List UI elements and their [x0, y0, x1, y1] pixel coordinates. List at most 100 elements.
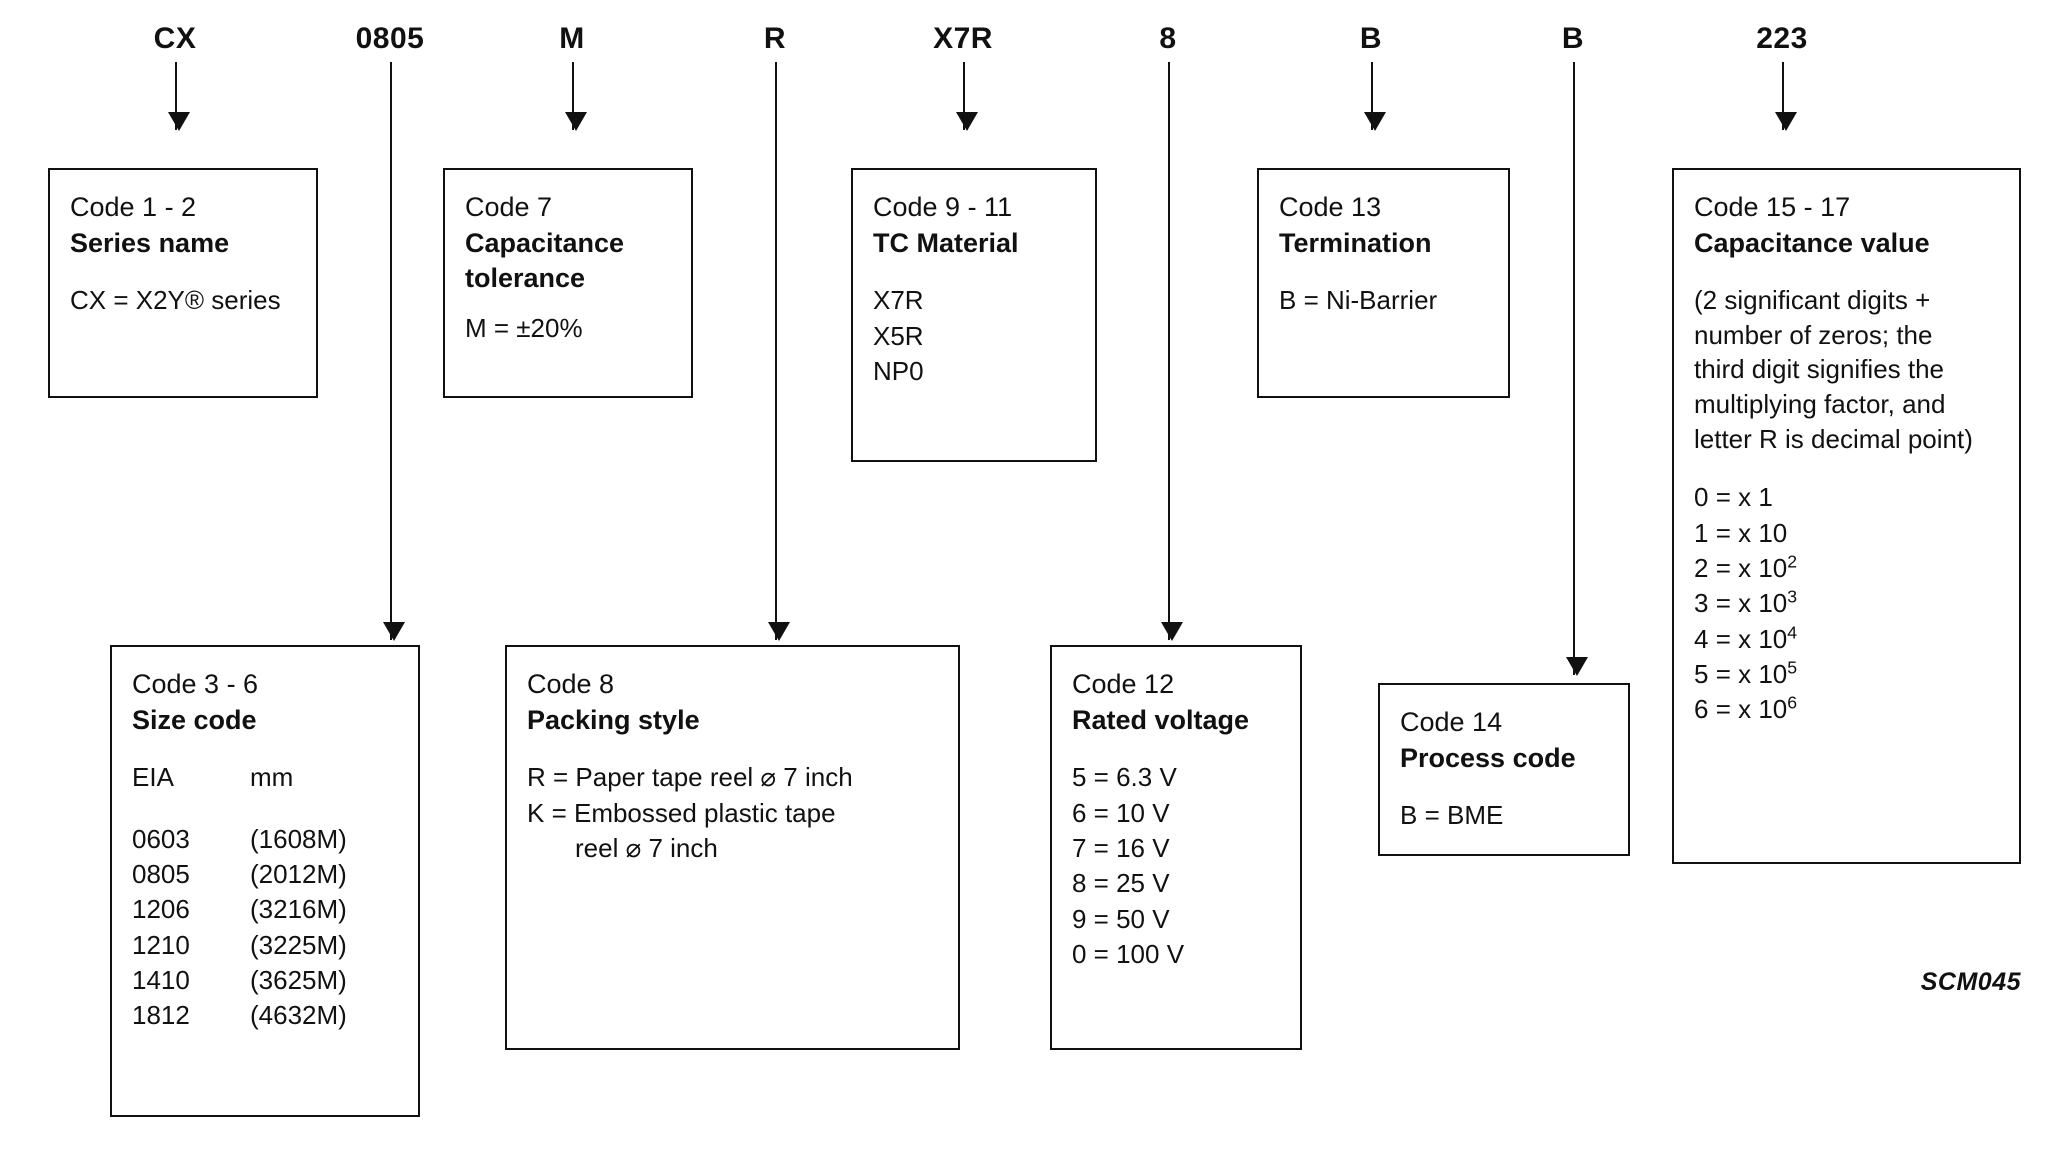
size-eia: 1410 — [132, 965, 190, 996]
size-table-header: EIA mm — [132, 760, 400, 795]
rated-voltage-line-5: 9 = 50 V — [1072, 903, 1170, 934]
multiplier-base: = x 10 — [1715, 694, 1788, 725]
rated-voltage-line-3: 7 = 16 V — [1072, 832, 1170, 863]
capacitance-value-note-line-5: letter R is decimal point) — [1694, 423, 1973, 454]
capacitance-value-note-line-4: multiplying factor, and — [1694, 388, 1946, 419]
capacitance-value-note-line-2: number of zeros; the — [1694, 319, 1933, 350]
multiplier-base: = x 10 — [1715, 517, 1788, 548]
size-mm: (3225M) — [250, 929, 347, 960]
arrow-to-series-name — [167, 62, 190, 131]
rated-voltage-title: Rated voltage — [1072, 704, 1250, 735]
termination-title: Termination — [1279, 227, 1432, 258]
tc-material-line-3: NP0 — [873, 355, 924, 386]
multiplier-digit: 2 — [1694, 552, 1709, 583]
arrowhead-icon — [167, 112, 190, 131]
multiplier-exponent: 4 — [1787, 621, 1798, 642]
part-number-code-0805: 0805 — [355, 22, 425, 55]
arrow-to-capacitance-value — [1774, 62, 1797, 131]
series-name-title: Series name — [70, 227, 230, 258]
capacitance-value-note: (2 significant digits + number of zeros;… — [1694, 283, 2001, 456]
termination-line-1: B = Ni-Barrier — [1279, 285, 1438, 316]
capacitance-value-title: Capacitance value — [1694, 227, 1930, 258]
tc-material-body: X7R X5R NP0 — [873, 283, 1077, 389]
tc-material-title: TC Material — [873, 227, 1019, 258]
size-mm: (1608M) — [250, 823, 347, 854]
capacitance-value-code: Code 15 - 17 — [1694, 192, 1851, 222]
size-eia: 1210 — [132, 929, 190, 960]
rated-voltage-body: 5 = 6.3 V 6 = 10 V 7 = 16 V 8 = 25 V 9 =… — [1072, 760, 1282, 972]
part-number-code-b-termination: B — [1359, 22, 1383, 55]
multiplier-row: 0 = x 1 — [1694, 480, 2001, 515]
part-number-code-b-process: B — [1561, 22, 1585, 55]
tc-material-code: Code 9 - 11 — [873, 192, 1013, 222]
arrowhead-icon — [382, 622, 405, 641]
multiplier-row: 5 = x 105 — [1694, 657, 2001, 692]
rated-voltage-code: Code 12 — [1072, 669, 1175, 699]
multiplier-base: = x 10 — [1715, 658, 1788, 689]
size-eia: 1206 — [132, 894, 190, 925]
size-code-table: EIA mm 0603(1608M) 0805(2012M) 1206(3216… — [132, 760, 400, 1034]
multiplier-row: 2 = x 102 — [1694, 551, 2001, 586]
arrow-to-capacitance-tolerance — [564, 62, 587, 131]
tc-material-line-2: X5R — [873, 320, 924, 351]
rated-voltage-line-1: 5 = 6.3 V — [1072, 762, 1177, 793]
packing-style-line-2-continuation: reel ⌀ 7 inch — [575, 832, 718, 863]
arrow-to-process-code — [1565, 62, 1588, 676]
capacitance-value-note-line-1: (2 significant digits + — [1694, 285, 1931, 316]
size-mm: (2012M) — [250, 858, 347, 889]
multiplier-row: 1 = x 10 — [1694, 516, 2001, 551]
arrowhead-icon — [1774, 112, 1797, 131]
box-tc-material: Code 9 - 11 TC Material X7R X5R NP0 — [851, 168, 1097, 462]
box-capacitance-tolerance: Code 7 Capacitance tolerance M = ±20% — [443, 168, 693, 398]
size-table-col-mm: mm — [250, 762, 294, 793]
arrowhead-icon — [767, 622, 790, 641]
process-code-line-1: B = BME — [1400, 800, 1504, 831]
document-reference-tag: SCM045 — [1920, 968, 2021, 996]
process-code-body: B = BME — [1400, 798, 1610, 833]
part-number-code-x7r: X7R — [933, 22, 993, 55]
termination-code: Code 13 — [1279, 192, 1382, 222]
multiplier-digit: 1 — [1694, 517, 1709, 548]
rated-voltage-line-4: 8 = 25 V — [1072, 868, 1170, 899]
size-table-col-eia: EIA — [132, 762, 174, 793]
box-size-code: Code 3 - 6 Size code EIA mm 0603(1608M) … — [110, 645, 420, 1117]
size-table-row: 0603(1608M) — [132, 822, 400, 857]
series-name-line-1: CX = X2Y® series — [70, 285, 281, 316]
arrow-to-termination — [1363, 62, 1386, 131]
part-number-code-223: 223 — [1756, 22, 1808, 55]
multiplier-digit: 5 — [1694, 658, 1709, 689]
arrowhead-icon — [1565, 657, 1588, 676]
multiplier-exponent: 3 — [1787, 586, 1798, 607]
multiplier-row: 4 = x 104 — [1694, 622, 2001, 657]
size-mm: (4632M) — [250, 1000, 347, 1031]
size-mm: (3625M) — [250, 965, 347, 996]
arrowhead-icon — [955, 112, 978, 131]
box-capacitance-value: Code 15 - 17 Capacitance value (2 signif… — [1672, 168, 2021, 864]
size-table-row: 1210 (3225M) — [132, 928, 400, 963]
multiplier-exponent: 5 — [1787, 657, 1798, 678]
capacitance-tolerance-body: M = ±20% — [465, 311, 673, 346]
part-number-code-8: 8 — [1159, 22, 1177, 55]
arrowhead-icon — [1160, 622, 1183, 641]
arrowhead-icon — [1363, 112, 1386, 131]
packing-style-line-2: K = Embossed plastic tape — [527, 797, 836, 828]
arrow-to-rated-voltage — [1160, 62, 1183, 641]
multiplier-base: = x 10 — [1715, 588, 1788, 619]
capacitance-tolerance-title-line1: Capacitance — [465, 227, 625, 258]
tc-material-line-1: X7R — [873, 285, 924, 316]
size-table-row: 1206(3216M) — [132, 892, 400, 927]
capacitance-value-multiplier-list: 0 = x 1 1 = x 10 2 = x 102 3 = x 103 4 =… — [1694, 480, 2001, 728]
multiplier-digit: 3 — [1694, 588, 1709, 619]
rated-voltage-line-6: 0 = 100 V — [1072, 939, 1185, 970]
packing-style-code: Code 8 — [527, 669, 615, 699]
arrow-to-tc-material — [955, 62, 978, 131]
box-packing-style: Code 8 Packing style R = Paper tape reel… — [505, 645, 960, 1050]
packing-style-title: Packing style — [527, 704, 700, 735]
box-process-code: Code 14 Process code B = BME — [1378, 683, 1630, 856]
part-number-code-cx: CX — [153, 22, 197, 55]
arrow-to-size-code — [382, 62, 405, 641]
multiplier-digit: 6 — [1694, 694, 1709, 725]
multiplier-row: 6 = x 106 — [1694, 692, 2001, 727]
box-rated-voltage: Code 12 Rated voltage 5 = 6.3 V 6 = 10 V… — [1050, 645, 1302, 1050]
